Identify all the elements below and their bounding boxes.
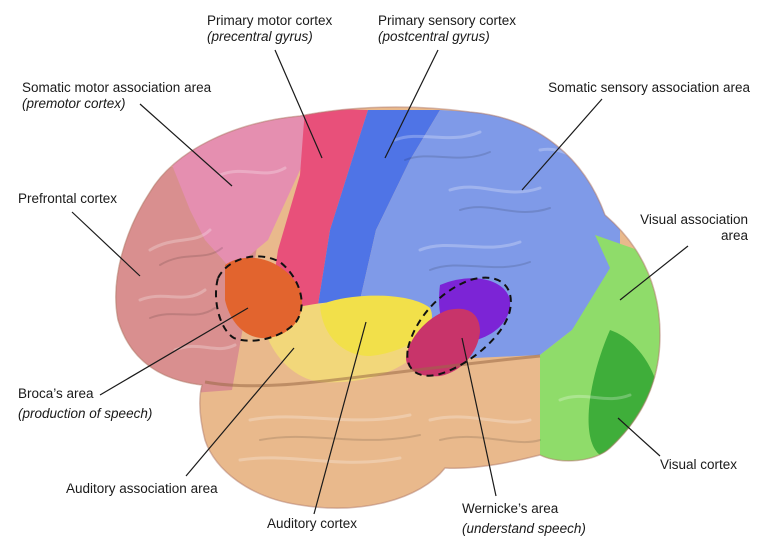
primary-sensory-title: Primary sensory cortex — [378, 13, 517, 28]
sensory-association-region — [360, 110, 620, 360]
primary-motor-region — [268, 108, 368, 330]
broca-subtitle: (production of speech) — [18, 406, 153, 421]
brain-outline — [115, 106, 661, 509]
label-somatic-motor-association-area: Somatic motor association area (premotor… — [22, 80, 211, 112]
leader-wernicke — [461, 337, 497, 497]
somatic-motor-assoc-title: Somatic motor association area — [22, 80, 212, 95]
visual-assoc-line1: Visual association — [640, 212, 748, 227]
leader-visual-assoc — [619, 245, 689, 301]
primary-sensory-region — [318, 110, 440, 305]
wernicke-dashed-outline — [406, 276, 512, 377]
primary-motor-subtitle: (precentral gyrus) — [207, 29, 313, 44]
broca-dashed-outline — [214, 255, 303, 342]
label-visual-cortex: Visual cortex — [660, 457, 737, 473]
leader-auditory-assoc — [185, 347, 295, 477]
label-primary-motor-cortex: Primary motor cortex (precentral gyrus) — [207, 13, 332, 45]
prefrontal-title: Prefrontal cortex — [18, 191, 118, 206]
broca-region — [225, 257, 302, 339]
wernicke-lower-region — [406, 308, 480, 377]
label-primary-sensory-cortex: Primary sensory cortex (postcentral gyru… — [378, 13, 516, 45]
leader-lines — [71, 49, 689, 515]
label-brocas-area: Broca’s area (production of speech) — [18, 386, 152, 422]
leader-prefrontal — [71, 211, 141, 277]
leader-somatic-sensory-assoc — [521, 98, 603, 191]
somatic-sensory-assoc-title: Somatic sensory association area — [548, 80, 750, 95]
visual-assoc-line2: area — [720, 228, 748, 243]
label-prefrontal-cortex: Prefrontal cortex — [18, 191, 117, 207]
auditory-assoc-title: Auditory association area — [66, 481, 218, 496]
visual-title: Visual cortex — [660, 457, 738, 472]
label-wernickes-area: Wernicke’s area (understand speech) — [462, 501, 586, 537]
auditory-cortex-region — [320, 295, 432, 356]
broca-title: Broca’s area — [18, 386, 94, 401]
label-visual-association-area: Visual association area — [640, 212, 748, 244]
auditory-title: Auditory cortex — [267, 516, 358, 531]
lateral-sulcus — [204, 354, 541, 388]
leader-primary-sensory — [384, 49, 439, 159]
label-auditory-association-area: Auditory association area — [66, 481, 218, 497]
leader-visual — [617, 417, 661, 457]
leader-somatic-motor-assoc — [139, 103, 233, 187]
leader-broca — [99, 307, 249, 396]
wernicke-title: Wernicke’s area — [462, 501, 559, 516]
leader-auditory — [313, 321, 367, 515]
premotor-region — [170, 112, 328, 270]
wernicke-subtitle: (understand speech) — [462, 521, 586, 536]
sulci-shadow — [149, 151, 551, 444]
somatic-motor-assoc-subtitle: (premotor cortex) — [22, 96, 126, 111]
primary-motor-title: Primary motor cortex — [207, 13, 333, 28]
label-somatic-sensory-association-area: Somatic sensory association area — [548, 80, 750, 96]
leader-primary-motor — [274, 49, 323, 159]
label-auditory-cortex: Auditory cortex — [267, 516, 357, 532]
primary-sensory-subtitle: (postcentral gyrus) — [378, 29, 490, 44]
